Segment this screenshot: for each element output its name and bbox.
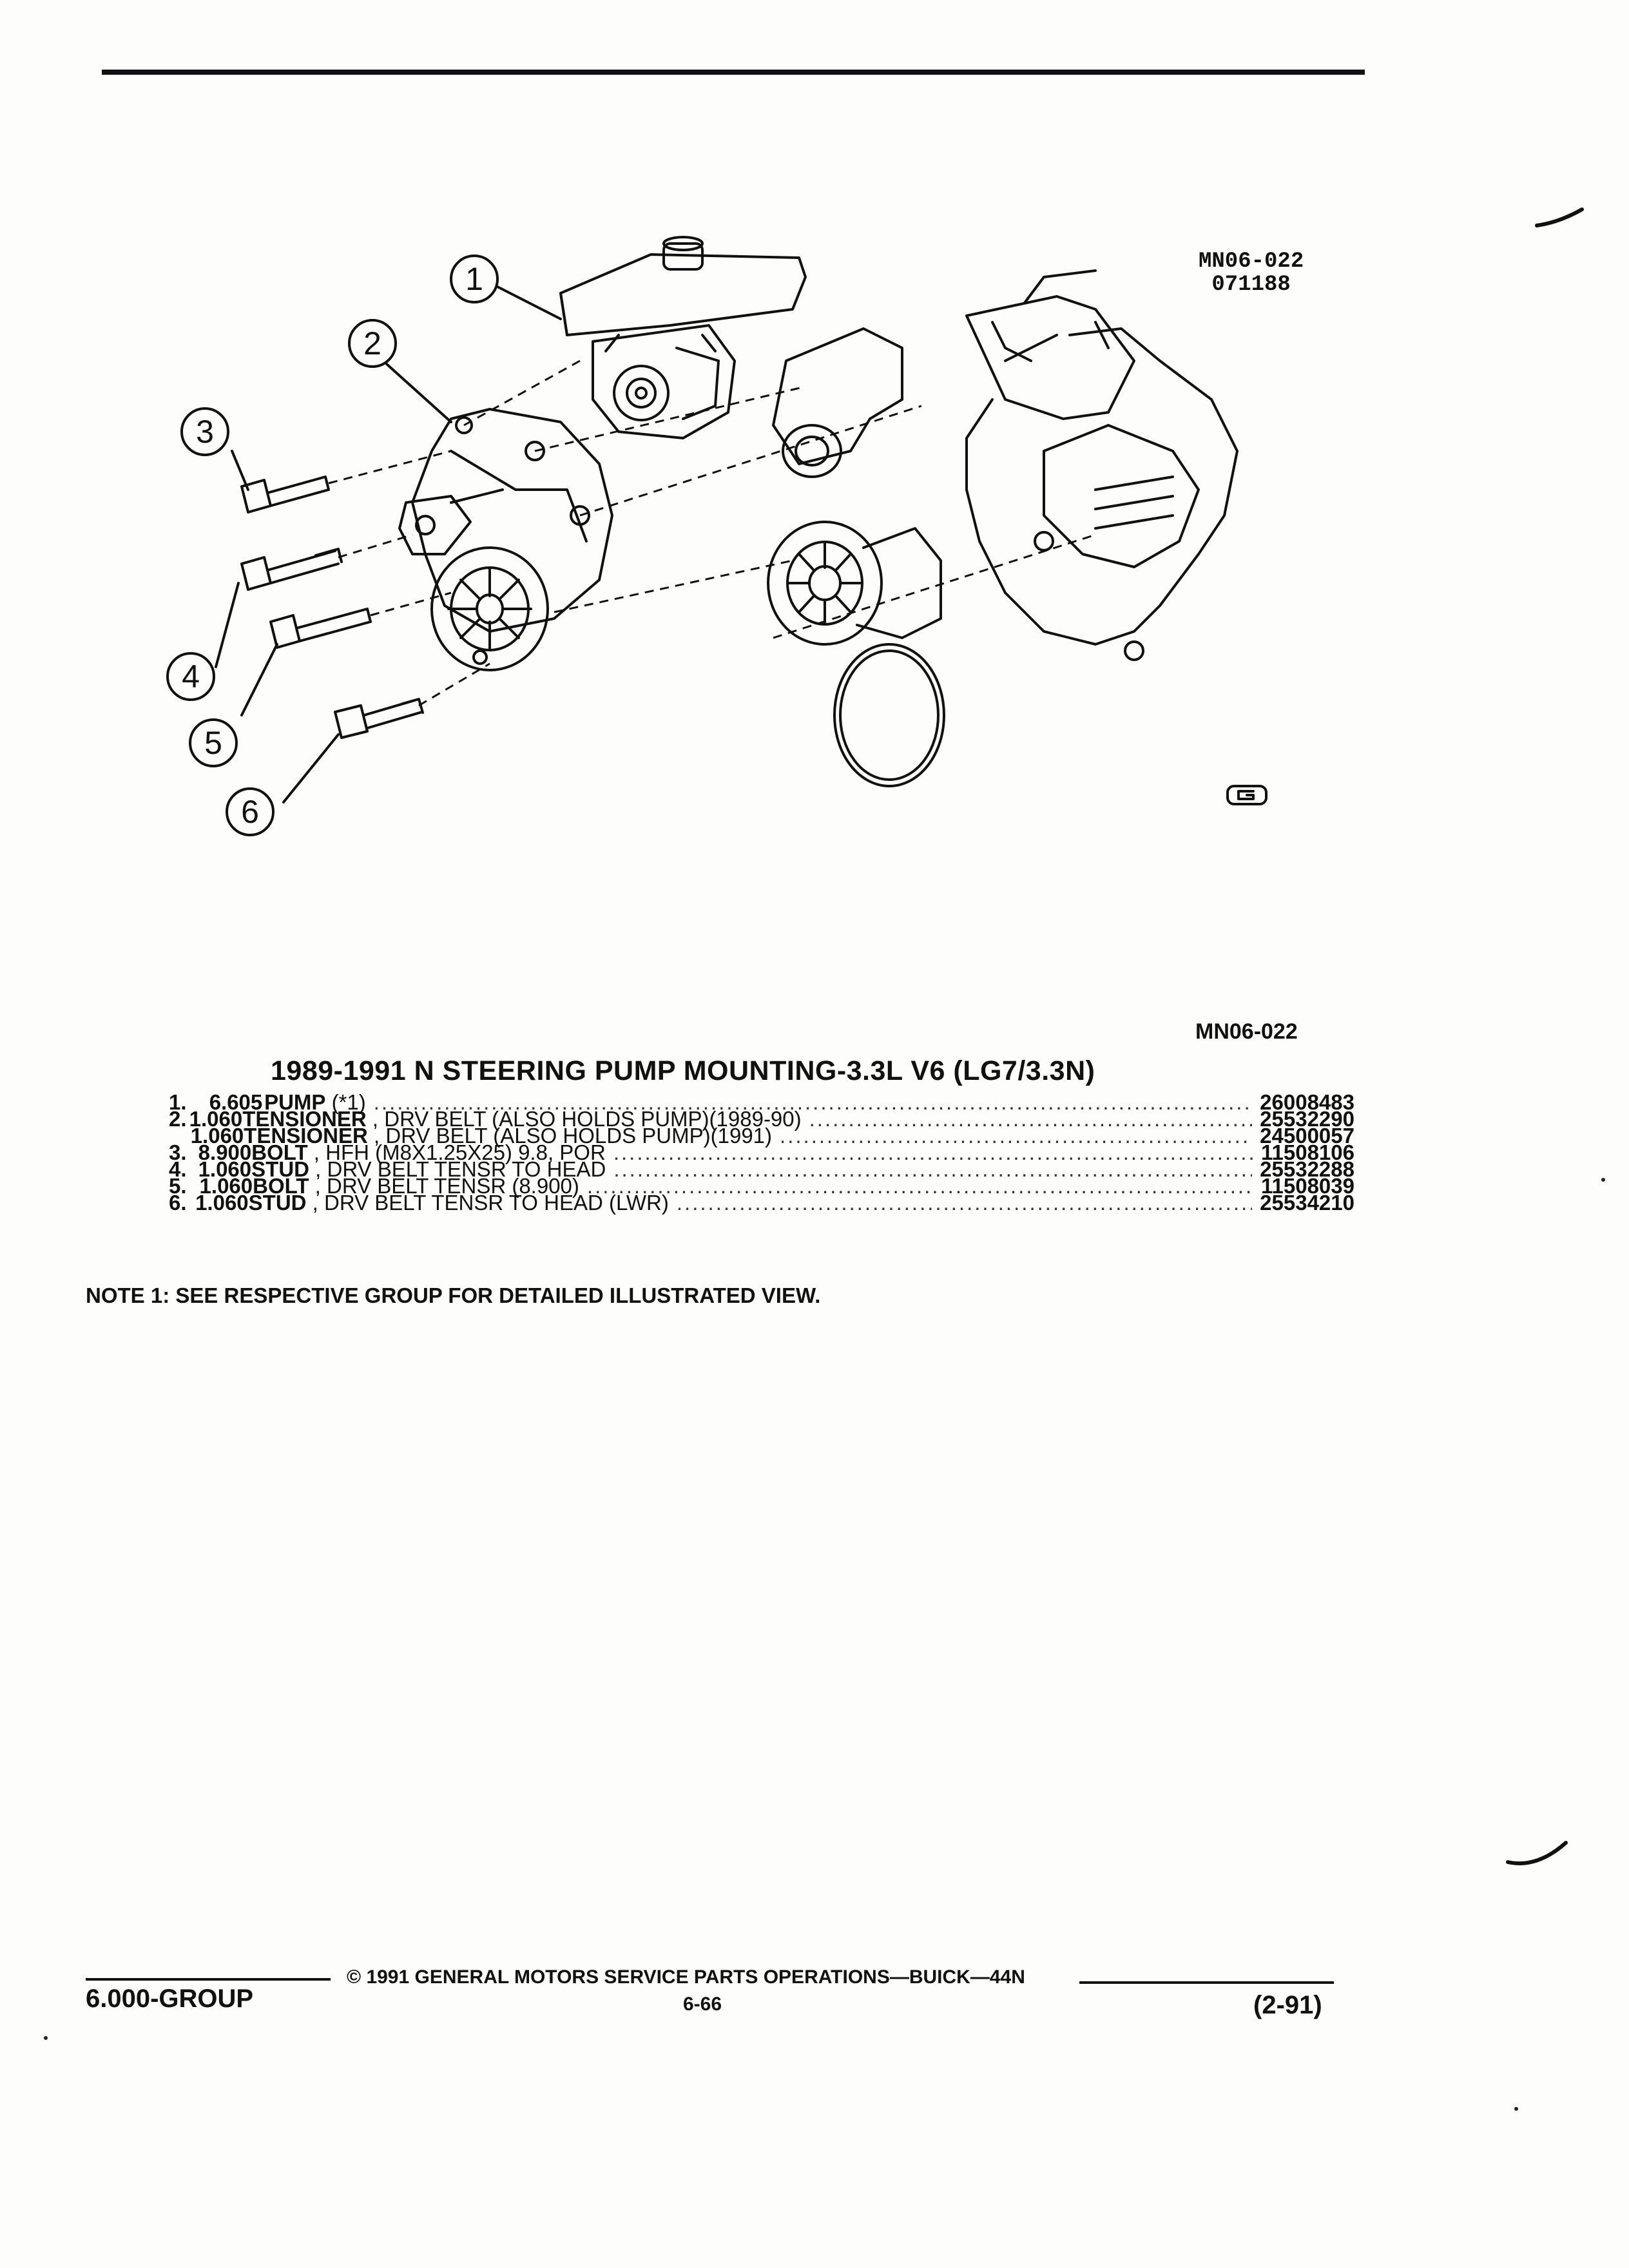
item-number: 2. xyxy=(169,1107,187,1131)
item-number: 5. xyxy=(169,1174,187,1198)
footnote: NOTE 1: SEE RESPECTIVE GROUP FOR DETAILE… xyxy=(86,1283,821,1307)
reservoir xyxy=(559,253,807,336)
item-qty: 1.060 xyxy=(199,1174,253,1198)
callout-2: 2 xyxy=(348,319,397,368)
scan-speck xyxy=(1601,1178,1605,1182)
margin-mark xyxy=(1506,1841,1568,1865)
item-name: STUD xyxy=(251,1157,309,1181)
scan-speck xyxy=(44,2036,48,2040)
top-rule xyxy=(102,70,1365,75)
parts-row: 4. 1.060 STUD , DRV BELT TENSR TO HEAD .… xyxy=(169,1157,1354,1181)
item-number: 4. xyxy=(169,1157,187,1181)
item-detail: (*1) xyxy=(325,1090,366,1114)
footer-rule-left xyxy=(86,1978,331,1981)
callout-3: 3 xyxy=(180,407,229,456)
item-description: STUD , DRV BELT TENSR TO HEAD xyxy=(251,1158,606,1180)
item-name: BOLT xyxy=(251,1140,308,1164)
leader-dots: ........................................… xyxy=(613,1144,1253,1161)
parts-list: 1. 6.605 PUMP (*1) .....................… xyxy=(169,1090,1354,1215)
parts-row: 3. 8.900 BOLT , HFH (M8X1.25X25) 9.8, PO… xyxy=(169,1140,1354,1164)
tensioner-pulley xyxy=(430,546,549,671)
leader-dots: ........................................… xyxy=(809,1111,1253,1128)
item-name: TENSIONER xyxy=(244,1124,368,1148)
part-number: 11508039 xyxy=(1260,1174,1354,1198)
gasket xyxy=(833,643,945,787)
leader-dots: ........................................… xyxy=(373,1094,1252,1111)
item-description: BOLT , HFH (M8X1.25X25) 9.8, POR xyxy=(251,1142,606,1163)
part-number: 24500057 xyxy=(1260,1124,1354,1148)
item-detail: , DRV BELT TENSR (8.900) xyxy=(309,1174,579,1198)
item-description: PUMP (*1) xyxy=(264,1091,366,1113)
page-title: 1989-1991 N STEERING PUMP MOUNTING-3.3L … xyxy=(271,1055,1095,1086)
figure-code-mid: MN06-022 xyxy=(1195,1019,1298,1044)
part-number: 26008483 xyxy=(1260,1090,1354,1114)
item-number: 6. xyxy=(169,1191,187,1215)
callout-6: 6 xyxy=(226,787,275,836)
item-qty: 1.060 xyxy=(198,1157,252,1181)
item-number: 3. xyxy=(169,1140,187,1164)
part-number: 11508106 xyxy=(1260,1140,1354,1164)
item-description: TENSIONER , DRV BELT (ALSO HOLDS PUMP)(1… xyxy=(242,1108,801,1129)
item-detail: , DRV BELT TENSR TO HEAD (LWR) xyxy=(306,1191,669,1215)
revision-date: (2-91) xyxy=(1253,1991,1322,2019)
part-number: 25532290 xyxy=(1260,1107,1354,1131)
leader-dots: ........................................… xyxy=(780,1128,1252,1144)
callout-4: 4 xyxy=(166,652,215,701)
parts-row: 6. 1.060 STUD , DRV BELT TENSR TO HEAD (… xyxy=(169,1191,1354,1215)
item-qty: 1.060 xyxy=(189,1107,243,1131)
footer-group: 6.000-GROUP xyxy=(86,1984,254,2013)
item-qty: 1.060 xyxy=(195,1191,249,1215)
item-detail: , HFH (M8X1.25X25) 9.8, POR xyxy=(307,1140,606,1164)
figure-code-top: MN06-022 071188 xyxy=(1199,250,1304,296)
figure-code-line2: 071188 xyxy=(1211,273,1291,297)
item-detail: , DRV BELT (ALSO HOLDS PUMP)(1991) xyxy=(367,1124,773,1148)
pump-body xyxy=(592,324,736,439)
page-number: 6-66 xyxy=(683,1994,722,2015)
item-name: PUMP xyxy=(264,1090,326,1114)
parts-row: 1. 6.605 PUMP (*1) .....................… xyxy=(169,1090,1354,1114)
item-number: 1. xyxy=(169,1090,187,1114)
figure-code-line1: MN06-022 xyxy=(1199,249,1304,274)
callout-5: 5 xyxy=(189,718,238,767)
item-description: TENSIONER , DRV BELT (ALSO HOLDS PUMP)(1… xyxy=(244,1125,772,1146)
water-pump-pulley xyxy=(767,521,883,646)
item-detail: , DRV BELT TENSR TO HEAD xyxy=(309,1157,606,1181)
item-description: BOLT , DRV BELT TENSR (8.900) xyxy=(253,1175,579,1196)
item-name: TENSIONER xyxy=(242,1107,367,1131)
leader-dots: ........................................… xyxy=(586,1178,1253,1195)
callout-1: 1 xyxy=(450,255,499,303)
part-number: 25534210 xyxy=(1260,1191,1354,1215)
parts-row: 5. 1.060 BOLT , DRV BELT TENSR (8.900) .… xyxy=(169,1174,1354,1198)
item-qty: 6.605 xyxy=(209,1090,263,1114)
item-description: STUD , DRV BELT TENSR TO HEAD (LWR) xyxy=(249,1192,669,1213)
parts-row: 1.060 TENSIONER , DRV BELT (ALSO HOLDS P… xyxy=(169,1124,1354,1148)
item-qty: 1.060 xyxy=(190,1124,244,1148)
mounting-bracket xyxy=(411,408,613,633)
parts-row: 2. 1.060 TENSIONER , DRV BELT (ALSO HOLD… xyxy=(169,1107,1354,1131)
item-name: BOLT xyxy=(253,1174,309,1198)
footer-copyright: © 1991 GENERAL MOTORS SERVICE PARTS OPER… xyxy=(347,1966,1025,1988)
leader-dots: ........................................… xyxy=(676,1195,1252,1211)
item-qty: 8.900 xyxy=(198,1140,252,1164)
leader-dots: ........................................… xyxy=(613,1161,1253,1178)
exploded-view-illustration xyxy=(215,207,1584,805)
item-name: STUD xyxy=(248,1191,307,1215)
footer-rule-right xyxy=(1079,1981,1334,1984)
scan-speck xyxy=(1514,2107,1518,2111)
item-detail: , DRV BELT (ALSO HOLDS PUMP)(1989-90) xyxy=(366,1107,802,1131)
part-number: 25532288 xyxy=(1260,1157,1354,1181)
